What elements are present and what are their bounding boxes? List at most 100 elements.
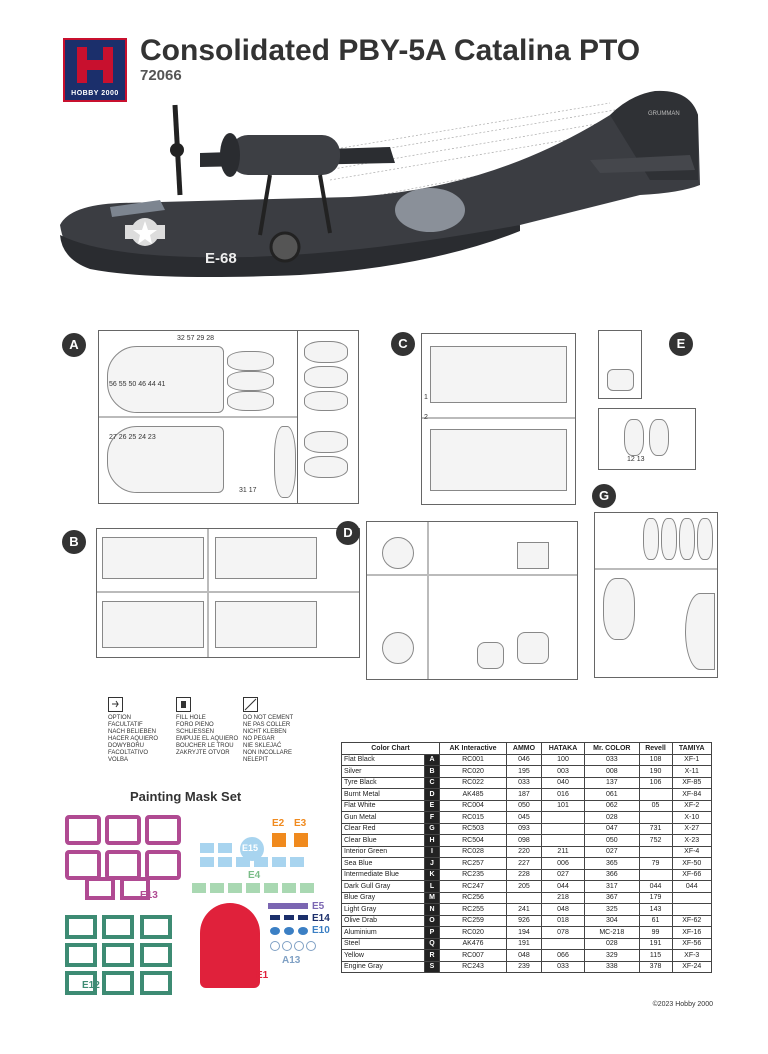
landing-wheel xyxy=(269,231,301,263)
paint-code: XF-1 xyxy=(671,753,712,766)
paint-code: AK485 xyxy=(439,788,507,801)
paint-code: 108 xyxy=(638,753,673,766)
paint-code: XF-50 xyxy=(671,857,712,870)
paint-code: RC256 xyxy=(439,891,507,904)
color-letter: N xyxy=(424,903,440,916)
tail-text: GRUMMAN xyxy=(648,111,680,117)
paint-code: 211 xyxy=(540,845,586,858)
h-logo-icon xyxy=(77,47,113,83)
paint-code: XF-85 xyxy=(671,776,712,789)
color-name: Silver xyxy=(341,765,425,778)
paint-code: RC028 xyxy=(439,845,507,858)
paint-code: RC020 xyxy=(439,926,507,939)
paint-code xyxy=(540,811,586,824)
paint-code: 027 xyxy=(584,845,640,858)
color-name: Light Gray xyxy=(341,903,425,916)
no-cement-icon xyxy=(243,697,258,712)
paint-code: 050 xyxy=(584,834,640,847)
paint-code: RC004 xyxy=(439,799,507,812)
color-name: Flat White xyxy=(341,799,425,812)
color-name: Tyre Black xyxy=(341,776,425,789)
star-insignia xyxy=(133,221,157,244)
color-name: Yellow xyxy=(341,949,425,962)
paint-code: 115 xyxy=(638,949,673,962)
paint-code: 99 xyxy=(638,926,673,939)
paint-code xyxy=(540,822,586,835)
sprue-b xyxy=(96,528,360,658)
paint-code: RC020 xyxy=(439,765,507,778)
paint-code: 926 xyxy=(506,914,542,927)
paint-code: 093 xyxy=(506,822,542,835)
sprue-label-b: B xyxy=(62,530,86,554)
paint-code: MC-218 xyxy=(584,926,640,939)
waist-blister xyxy=(395,188,465,232)
paint-code: 05 xyxy=(638,799,673,812)
paint-code: 190 xyxy=(638,765,673,778)
paint-code: 100 xyxy=(540,753,586,766)
brand-logo: HOBBY 2000 xyxy=(63,38,127,102)
color-letter: B xyxy=(424,765,440,778)
paint-code: AK476 xyxy=(439,937,507,950)
color-letter: D xyxy=(424,788,440,801)
color-letter: C xyxy=(424,776,440,789)
color-letter: H xyxy=(424,834,440,847)
color-name: Clear Red xyxy=(341,822,425,835)
paint-code: RC022 xyxy=(439,776,507,789)
sprue-c: 1 2 xyxy=(421,333,576,505)
sprue-label-e: E xyxy=(669,332,693,356)
paint-code xyxy=(638,845,673,858)
sprue-e-bottom: 12 13 xyxy=(598,408,696,470)
sprue-label-g: G xyxy=(592,484,616,508)
paint-code: 028 xyxy=(584,937,640,950)
color-letter: M xyxy=(424,891,440,904)
color-name: Blue Gray xyxy=(341,891,425,904)
paint-code: 003 xyxy=(540,765,586,778)
color-name: Sea Blue xyxy=(341,857,425,870)
paint-code: RC243 xyxy=(439,960,507,973)
sprue-a: 32 57 29 28 56 55 50 46 44 41 27 26 25 2… xyxy=(98,330,298,504)
paint-code: RC001 xyxy=(439,753,507,766)
fill-hole-icon xyxy=(176,697,191,712)
color-letter: Q xyxy=(424,937,440,950)
copyright: ©2023 Hobby 2000 xyxy=(652,1001,713,1008)
paint-code: 106 xyxy=(638,776,673,789)
paint-code: 033 xyxy=(584,753,640,766)
paint-code: 143 xyxy=(638,903,673,916)
paint-code: RC247 xyxy=(439,880,507,893)
color-letter: G xyxy=(424,822,440,835)
paint-code xyxy=(638,811,673,824)
aircraft-profile: GRUMMAN E-68 xyxy=(60,90,700,277)
paint-code: 047 xyxy=(584,822,640,835)
paint-code: XF-4 xyxy=(671,845,712,858)
paint-code: XF-2 xyxy=(671,799,712,812)
paint-code: 101 xyxy=(540,799,586,812)
paint-code: 044 xyxy=(638,880,673,893)
kit-number: 72066 xyxy=(140,67,182,84)
paint-code: XF-16 xyxy=(671,926,712,939)
color-name: Interior Green xyxy=(341,845,425,858)
paint-code xyxy=(540,937,586,950)
paint-code: 378 xyxy=(638,960,673,973)
paint-code: 218 xyxy=(540,891,586,904)
sprue-label-d: D xyxy=(336,521,360,545)
logo-text: HOBBY 2000 xyxy=(71,90,119,97)
paint-code: 241 xyxy=(506,903,542,916)
paint-code xyxy=(638,868,673,881)
paint-code xyxy=(671,891,712,904)
sprue-a-side xyxy=(296,330,359,504)
paint-code: 044 xyxy=(540,880,586,893)
color-name: Burnt Metal xyxy=(341,788,425,801)
paint-code: 048 xyxy=(540,903,586,916)
paint-code: 048 xyxy=(506,949,542,962)
